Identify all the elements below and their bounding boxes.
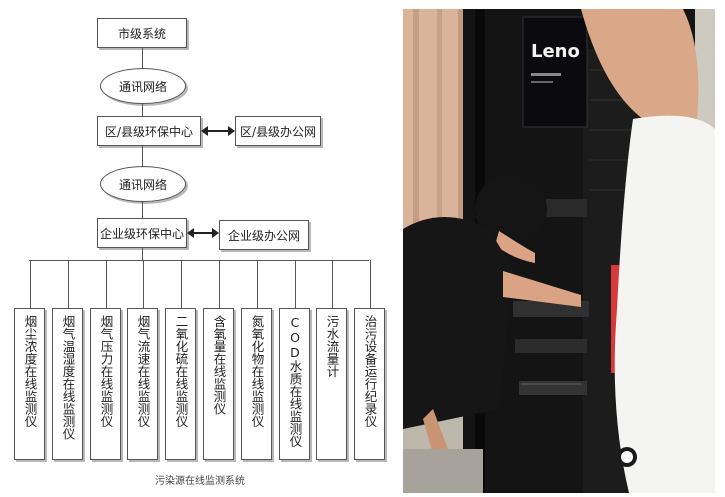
instrument-connector	[295, 260, 296, 308]
instrument-label: 含氧量在线监测仪	[211, 315, 227, 415]
connector-enterprise-bus	[142, 248, 143, 260]
instrument-connector	[30, 260, 31, 308]
connector-district-network	[142, 146, 143, 166]
network-oval-2: 通讯网络	[100, 166, 186, 202]
instrument-connector	[106, 260, 107, 308]
server-rack-photo: Leno	[403, 9, 715, 493]
enterprise-office-label: 企业级办公网	[227, 228, 300, 243]
instrument-connector	[332, 260, 333, 308]
instrument-label: 二氧化硫在线监测仪	[173, 315, 189, 428]
person-arm	[503, 271, 581, 307]
monitoring-system-flowchart: 市级系统 通讯网络 区/县级环保中心 区/县级办公网 通讯网络 企业级环保中心 …	[14, 18, 385, 487]
instrument-label: 烟气流速在线监测仪	[135, 315, 151, 428]
city-system-label: 市级系统	[117, 26, 166, 41]
instrument-bus-line	[29, 260, 369, 261]
instrument-box: 治污设备运行纪录仪	[354, 308, 385, 460]
instrument-label: 治污设备运行纪录仪	[362, 315, 378, 428]
person-head	[475, 175, 547, 243]
network-1-label: 通讯网络	[118, 79, 167, 94]
double-arrow-district	[201, 126, 235, 136]
standing-person-face	[581, 9, 699, 119]
district-center-label: 区/县级环保中心	[104, 124, 194, 139]
connector-network-district	[142, 104, 143, 116]
enterprise-center-box: 企业级环保中心	[97, 218, 187, 248]
instrument-connector	[219, 260, 220, 308]
diagram-caption: 污染源在线监测系统	[155, 476, 245, 487]
instrument-connector	[143, 260, 144, 308]
instrument-box: 烟尘浓度在线监测仪	[14, 308, 45, 460]
monitor-screen	[522, 16, 588, 128]
double-arrow-enterprise	[187, 228, 219, 238]
instrument-connector	[370, 260, 371, 308]
enterprise-center-label: 企业级环保中心	[99, 226, 184, 241]
instrument-label: 烟气温湿度在线监测仪	[60, 315, 76, 440]
city-system-box: 市级系统	[97, 18, 187, 48]
district-office-label: 区/县级办公网	[239, 124, 317, 139]
standing-person-shirt	[614, 115, 715, 493]
instrument-connector	[68, 260, 69, 308]
instrument-label: COD水质在线监测仪	[287, 315, 303, 448]
instrument-connector	[257, 260, 258, 308]
instrument-box: 含氧量在线监测仪	[203, 308, 234, 460]
instrument-box: 二氧化硫在线监测仪	[165, 308, 196, 460]
instrument-box: 烟气流速在线监测仪	[127, 308, 158, 460]
enterprise-office-box: 企业级办公网	[219, 220, 309, 250]
instrument-connector	[181, 260, 182, 308]
instrument-label: 污水流量计	[324, 315, 340, 378]
instrument-box: 烟气压力在线监测仪	[90, 308, 121, 460]
connector-network-enterprise	[142, 202, 143, 218]
instrument-label: 氮氧化物在线监测仪	[249, 315, 265, 428]
instrument-label: 烟尘浓度在线监测仪	[22, 315, 38, 428]
instrument-box: 烟气温湿度在线监测仪	[52, 308, 83, 460]
instrument-box: 氮氧化物在线监测仪	[241, 308, 272, 460]
instrument-box: COD水质在线监测仪	[279, 308, 310, 460]
instrument-label: 烟气压力在线监测仪	[98, 315, 114, 428]
network-oval-1: 通讯网络	[100, 68, 186, 104]
connector-city-network	[142, 48, 143, 68]
monitor-brand-text: Leno	[531, 41, 580, 62]
photo-scene: Leno	[403, 9, 715, 493]
instrument-box: 污水流量计	[316, 308, 347, 460]
district-office-box: 区/县级办公网	[235, 116, 321, 146]
network-2-label: 通讯网络	[118, 177, 167, 192]
district-center-box: 区/县级环保中心	[97, 116, 201, 146]
person-shirt	[403, 217, 513, 429]
